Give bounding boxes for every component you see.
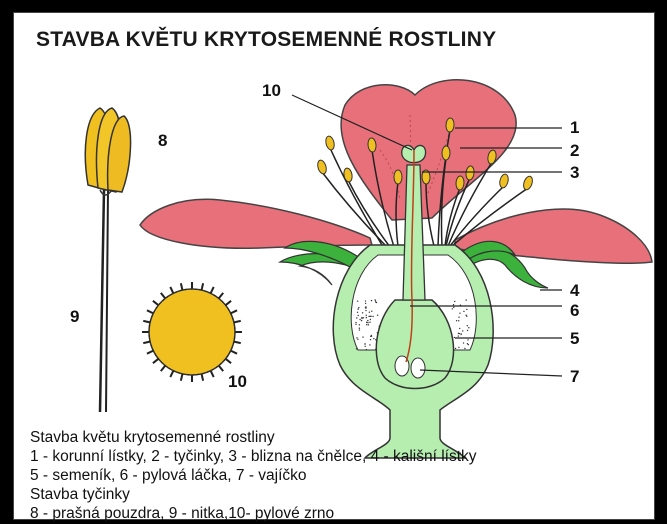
label-9: 9 bbox=[70, 307, 79, 326]
anther bbox=[498, 173, 509, 188]
label-10-stigma: 10 bbox=[262, 81, 281, 100]
anther bbox=[394, 170, 402, 184]
label-2: 2 bbox=[570, 141, 579, 160]
label-4: 4 bbox=[570, 281, 580, 300]
label-8: 8 bbox=[158, 131, 167, 150]
label-7: 7 bbox=[570, 367, 579, 386]
anther bbox=[325, 135, 336, 150]
legend-line-3: 8 - prašná pouzdra, 9 - nitka,10- pylové… bbox=[30, 504, 477, 523]
label-3: 3 bbox=[570, 163, 579, 182]
petal-left bbox=[140, 199, 372, 248]
legend-heading-flower: Stavba květu krytosemenné rostliny bbox=[30, 428, 477, 447]
anther bbox=[316, 159, 328, 175]
anther bbox=[446, 118, 455, 132]
stamen-filament bbox=[100, 190, 104, 412]
label-10-pollen: 10 bbox=[228, 372, 247, 391]
petal-top bbox=[341, 80, 516, 220]
anther-sacs bbox=[85, 108, 130, 195]
ovule bbox=[411, 358, 425, 378]
label-1: 1 bbox=[570, 118, 579, 137]
legend-line-2: 5 - semeník, 6 - pylová láčka, 7 - vajíč… bbox=[30, 466, 477, 485]
legend-heading-stamen: Stavba tyčinky bbox=[30, 485, 477, 504]
anther bbox=[343, 167, 353, 182]
label-6: 6 bbox=[570, 301, 579, 320]
label-5: 5 bbox=[570, 329, 579, 348]
pollen-grain bbox=[142, 282, 242, 382]
anther bbox=[456, 176, 465, 190]
anther bbox=[442, 146, 450, 160]
stamen-illustration bbox=[85, 108, 130, 412]
legend: Stavba květu krytosemenné rostliny 1 - k… bbox=[30, 428, 477, 523]
legend-line-1: 1 - korunní lístky, 2 - tyčinky, 3 - bli… bbox=[30, 447, 477, 466]
anther bbox=[522, 175, 534, 191]
